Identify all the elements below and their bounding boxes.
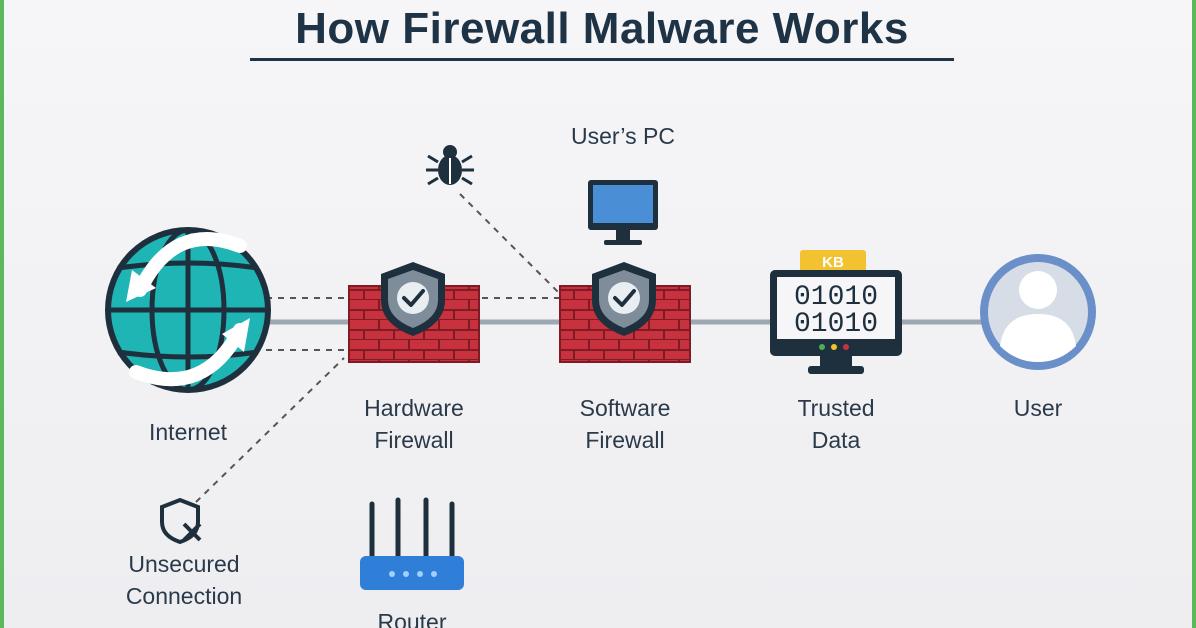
dashed-line-bug bbox=[459, 193, 565, 299]
trusted-data-label: Trusted Data bbox=[756, 392, 916, 456]
hardware-firewall-label-line-1: Hardware bbox=[364, 395, 464, 421]
page-title: How Firewall Malware Works bbox=[295, 4, 909, 53]
trusted-data-label-line-2: Data bbox=[811, 427, 861, 453]
router-label: Router bbox=[377, 609, 447, 628]
trusted-data-label-line-1: Trusted bbox=[797, 395, 875, 421]
unsecured-connection-label-line-1: Unsecured bbox=[128, 551, 240, 577]
globe-icon bbox=[105, 227, 271, 393]
monitor-icon bbox=[588, 180, 658, 245]
data-binary-line-1: 01010 bbox=[794, 282, 878, 313]
unsecured-connection-label: Unsecured Connection bbox=[100, 548, 268, 612]
hardware-firewall-label-line-2: Firewall bbox=[374, 427, 454, 453]
software-firewall-label-line-2: Firewall bbox=[585, 427, 665, 453]
data-monitor-icon bbox=[770, 250, 902, 374]
bug-icon bbox=[426, 145, 474, 186]
hardware-firewall-label: Hardware Firewall bbox=[334, 392, 494, 456]
data-badge-text: KB bbox=[822, 254, 844, 271]
diagram-canvas: KB 01010 01010 bbox=[105, 145, 1096, 590]
title-underline bbox=[250, 58, 954, 61]
dashed-line-unsecured bbox=[195, 357, 345, 503]
hardware-firewall-icon bbox=[348, 262, 480, 363]
software-firewall-icon bbox=[559, 262, 691, 363]
users-pc-label: User’s PC bbox=[571, 123, 675, 149]
software-firewall-label: Software Firewall bbox=[545, 392, 705, 456]
user-avatar-icon bbox=[980, 254, 1096, 370]
router-icon bbox=[360, 497, 464, 590]
unsecured-connection-label-line-2: Connection bbox=[125, 583, 243, 609]
user-label: User bbox=[1013, 395, 1063, 421]
data-binary-line-2: 01010 bbox=[794, 309, 878, 340]
software-firewall-label-line-1: Software bbox=[579, 395, 671, 421]
shield-x-icon bbox=[160, 497, 202, 545]
internet-label: Internet bbox=[149, 419, 227, 445]
